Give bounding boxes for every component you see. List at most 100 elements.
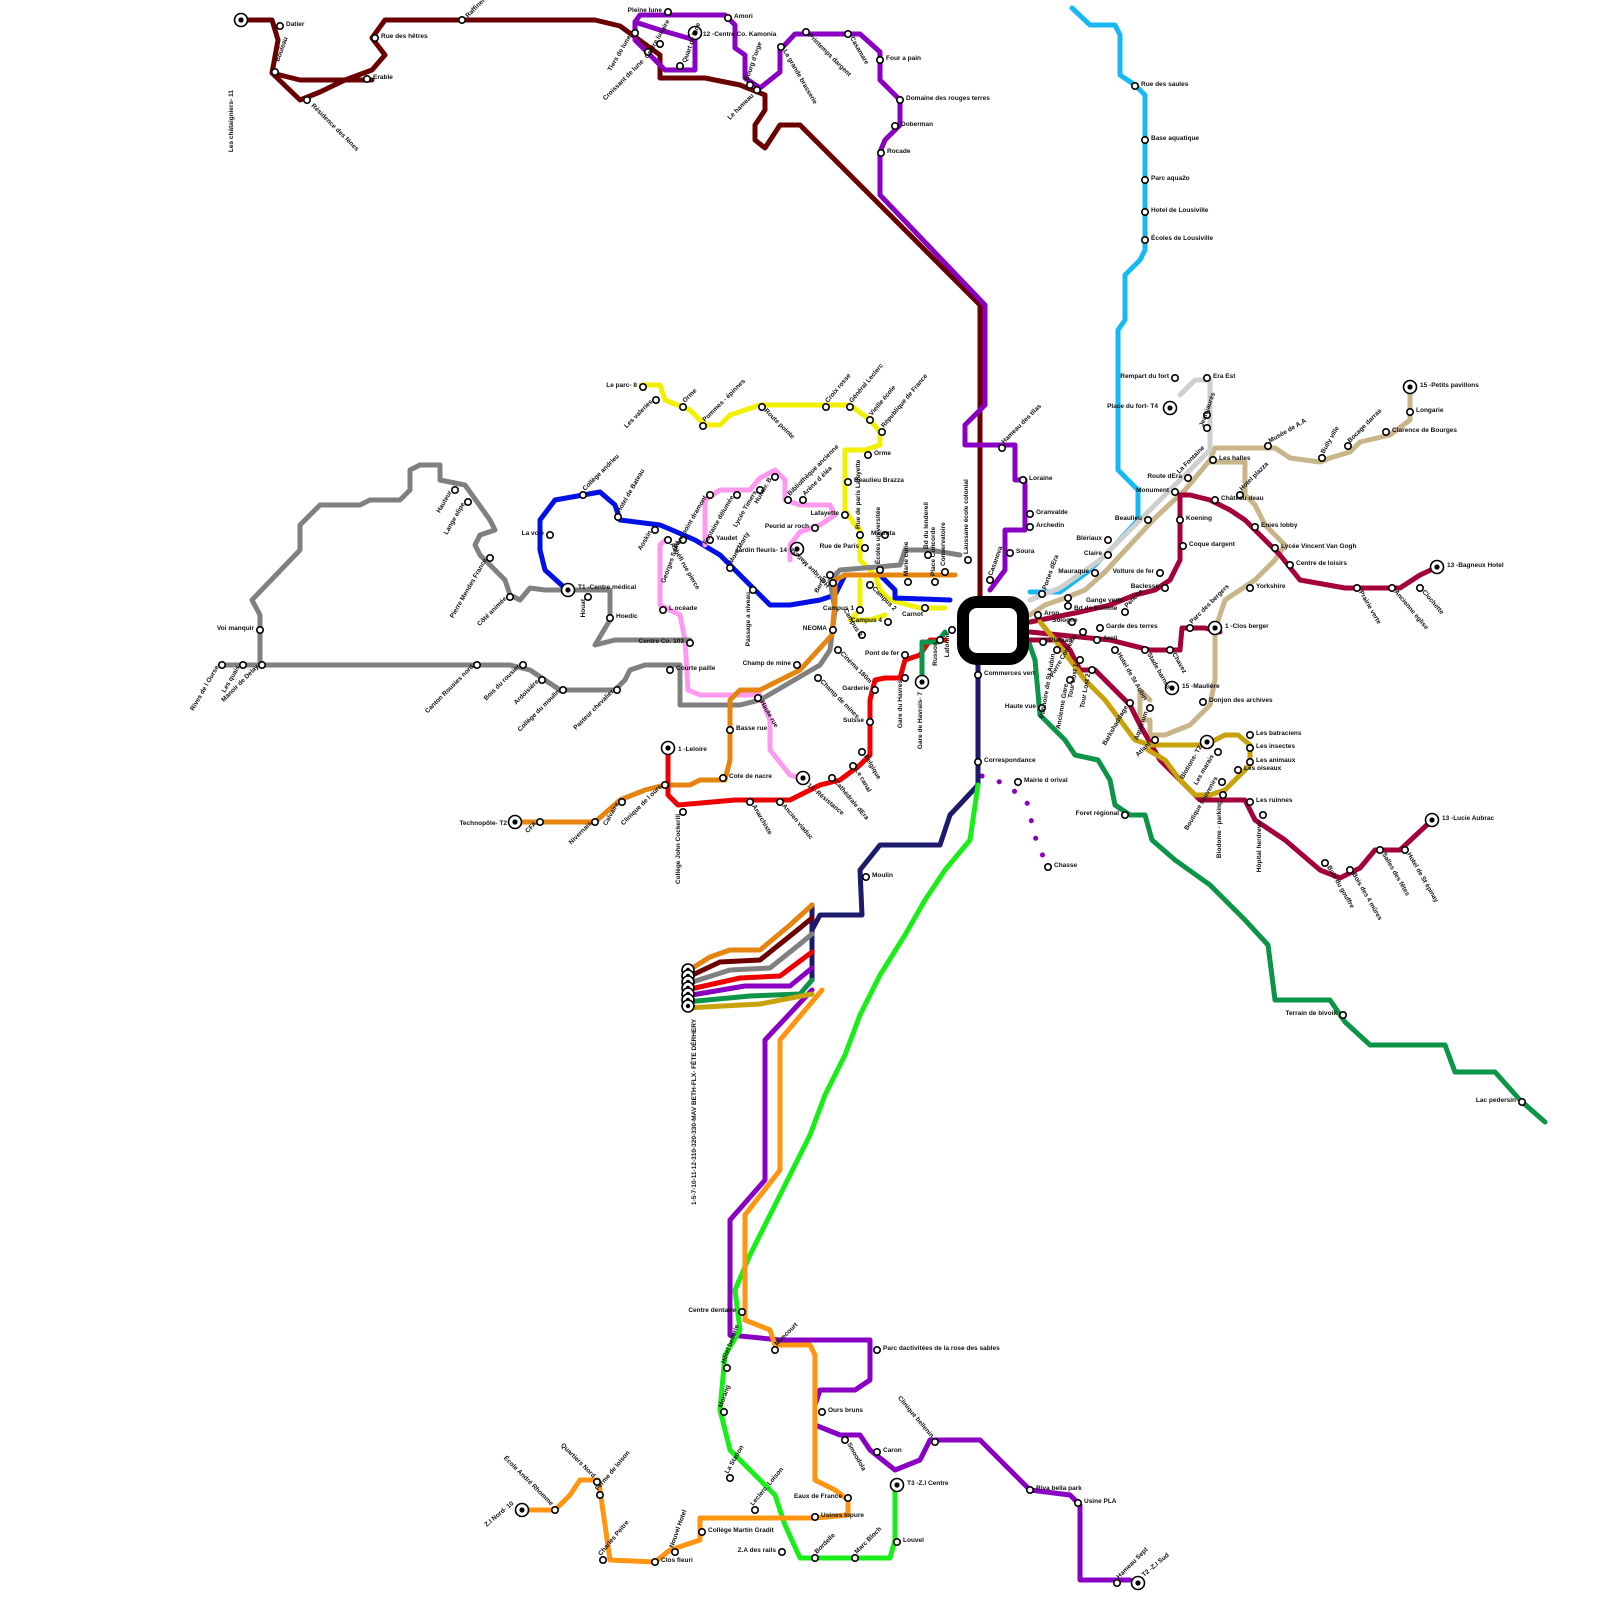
station-marker[interactable] xyxy=(1180,543,1186,549)
station-marker[interactable] xyxy=(1157,570,1163,576)
station-marker[interactable] xyxy=(1389,585,1395,591)
station-marker[interactable] xyxy=(867,582,873,588)
station-marker[interactable] xyxy=(1247,585,1253,591)
station-marker[interactable] xyxy=(240,662,246,668)
station-marker[interactable] xyxy=(779,1549,785,1555)
station-marker[interactable] xyxy=(975,759,981,765)
station-marker[interactable] xyxy=(1287,562,1293,568)
station-marker[interactable] xyxy=(259,662,265,668)
station-marker[interactable] xyxy=(1519,1099,1525,1105)
station-marker[interactable] xyxy=(487,555,493,561)
station-marker[interactable] xyxy=(1185,475,1191,481)
station-marker[interactable] xyxy=(1080,629,1086,635)
station-marker[interactable] xyxy=(1127,700,1133,706)
station-marker[interactable] xyxy=(364,76,370,82)
station-marker[interactable] xyxy=(1045,864,1051,870)
station-marker[interactable] xyxy=(1402,847,1408,853)
station-marker[interactable] xyxy=(835,647,841,653)
station-marker[interactable] xyxy=(1354,585,1360,591)
station-marker[interactable] xyxy=(877,57,883,63)
station-marker[interactable] xyxy=(660,607,666,613)
station-marker[interactable] xyxy=(452,487,458,493)
station-marker[interactable] xyxy=(965,557,971,563)
station-marker[interactable] xyxy=(1147,705,1153,711)
station-marker[interactable] xyxy=(1097,625,1103,631)
station-marker[interactable] xyxy=(845,31,851,37)
station-marker[interactable] xyxy=(667,667,673,673)
station-marker[interactable] xyxy=(772,1347,778,1353)
station-marker[interactable] xyxy=(739,1309,745,1315)
station-marker[interactable] xyxy=(857,607,863,613)
route-line-maroon-11[interactable] xyxy=(240,20,980,600)
station-marker[interactable] xyxy=(823,404,829,410)
station-marker[interactable] xyxy=(1417,585,1423,591)
station-marker[interactable] xyxy=(537,819,543,825)
station-marker[interactable] xyxy=(672,1549,678,1555)
station-marker[interactable] xyxy=(1065,603,1071,609)
station-marker[interactable] xyxy=(652,527,658,533)
station-marker[interactable] xyxy=(803,29,809,35)
station-marker[interactable] xyxy=(1347,867,1353,873)
station-marker[interactable] xyxy=(1092,570,1098,576)
station-marker[interactable] xyxy=(845,1495,851,1501)
station-marker[interactable] xyxy=(474,662,480,668)
station-marker[interactable] xyxy=(662,782,668,788)
station-marker[interactable] xyxy=(640,384,646,390)
station-marker[interactable] xyxy=(932,579,938,585)
station-marker[interactable] xyxy=(852,1555,858,1561)
station-marker[interactable] xyxy=(867,417,873,423)
station-marker[interactable] xyxy=(721,1409,727,1415)
station-marker[interactable] xyxy=(725,15,731,21)
station-marker[interactable] xyxy=(547,532,553,538)
station-marker[interactable] xyxy=(304,97,310,103)
station-marker[interactable] xyxy=(1020,477,1026,483)
station-marker[interactable] xyxy=(942,569,948,575)
station-marker[interactable] xyxy=(1322,860,1328,866)
station-marker[interactable] xyxy=(1177,517,1183,523)
station-marker[interactable] xyxy=(700,423,706,429)
station-marker[interactable] xyxy=(707,492,713,498)
station-marker[interactable] xyxy=(1142,209,1148,215)
station-marker[interactable] xyxy=(652,1559,658,1565)
station-marker[interactable] xyxy=(560,687,566,693)
station-marker[interactable] xyxy=(1377,847,1383,853)
station-marker[interactable] xyxy=(1272,545,1278,551)
station-marker[interactable] xyxy=(720,775,726,781)
station-marker[interactable] xyxy=(1247,745,1253,751)
station-marker[interactable] xyxy=(1260,812,1266,818)
station-marker[interactable] xyxy=(1015,779,1021,785)
station-marker[interactable] xyxy=(1039,591,1045,597)
station-marker[interactable] xyxy=(1319,455,1325,461)
station-marker[interactable] xyxy=(1215,749,1221,755)
station-marker[interactable] xyxy=(459,17,465,23)
station-marker[interactable] xyxy=(829,775,835,781)
station-marker[interactable] xyxy=(1094,637,1100,643)
station-marker[interactable] xyxy=(257,627,263,633)
station-marker[interactable] xyxy=(878,150,884,156)
station-marker[interactable] xyxy=(1145,517,1151,523)
station-marker[interactable] xyxy=(874,1449,880,1455)
station-marker[interactable] xyxy=(785,497,791,503)
route-line-cyan-line[interactable] xyxy=(1030,8,1145,592)
station-marker[interactable] xyxy=(1340,1012,1346,1018)
station-marker[interactable] xyxy=(847,404,853,410)
station-marker[interactable] xyxy=(759,404,765,410)
station-marker[interactable] xyxy=(1105,552,1111,558)
station-marker[interactable] xyxy=(727,1475,733,1481)
station-marker[interactable] xyxy=(597,1492,603,1498)
station-marker[interactable] xyxy=(600,1557,606,1563)
station-marker[interactable] xyxy=(862,545,868,551)
station-marker[interactable] xyxy=(874,1347,880,1353)
station-marker[interactable] xyxy=(894,1539,900,1545)
station-marker[interactable] xyxy=(892,123,898,129)
station-marker[interactable] xyxy=(867,719,873,725)
station-marker[interactable] xyxy=(1219,779,1225,785)
station-marker[interactable] xyxy=(1152,737,1158,743)
station-marker[interactable] xyxy=(1210,457,1216,463)
station-marker[interactable] xyxy=(507,594,513,600)
station-marker[interactable] xyxy=(552,1507,558,1513)
station-marker[interactable] xyxy=(1172,375,1178,381)
station-marker[interactable] xyxy=(902,652,908,658)
station-marker[interactable] xyxy=(800,497,806,503)
station-marker[interactable] xyxy=(1132,83,1138,89)
